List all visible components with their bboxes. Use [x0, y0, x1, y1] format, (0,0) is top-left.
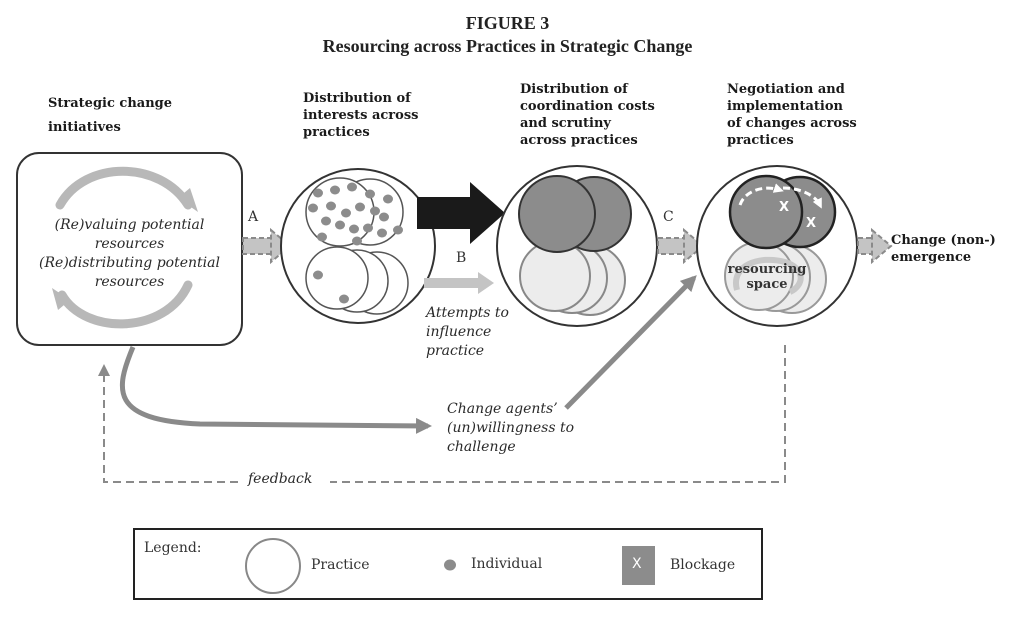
- arrow-c: [657, 227, 705, 265]
- resourcing-space-line: space: [746, 277, 788, 292]
- redistributing-cycle-arrow-bottom: [57, 280, 193, 329]
- practice-circle: [518, 175, 596, 253]
- feedback-label: feedback: [248, 471, 313, 487]
- figure-number: FIGURE 3: [465, 13, 550, 33]
- arrow-c-label: C: [663, 209, 674, 225]
- redistributing-label: (Re)distributing potential: [39, 255, 220, 271]
- legend-blockage-symbol-text: X: [632, 556, 642, 572]
- initiative-box-text: (Re)valuing potential resources (Re)dist…: [22, 216, 237, 292]
- interests-header: Distribution of interests across practic…: [303, 91, 419, 140]
- figure-title: Resourcing across Practices in Strategic…: [322, 36, 693, 56]
- resourcing-space-swirl: [732, 256, 804, 295]
- practice-circle: [305, 246, 369, 310]
- cycle-arrowhead-icon: [52, 288, 70, 310]
- attempts-line: Attempts to: [426, 305, 509, 321]
- initiatives-header: Strategic change initiatives: [48, 96, 173, 135]
- resourcing-space-line: resourcing: [727, 262, 807, 277]
- agents-line: challenge: [447, 439, 516, 455]
- legend-box: [133, 528, 763, 600]
- legend-blockage-symbol: [622, 546, 655, 585]
- practice-circle: [728, 174, 804, 250]
- attempts-label: Attempts to influence practice: [426, 304, 546, 361]
- legend-blockage-label: Blockage: [670, 557, 736, 573]
- revaluing-cycle-arrow-top: [55, 166, 193, 210]
- resourcing-space-label: resourcing space: [722, 262, 812, 292]
- figure-heading: FIGURE 3 Resourcing across Practices in …: [0, 12, 1015, 58]
- agents-line: (un)willingness to: [447, 420, 575, 436]
- negotiation-header: Negotiation and implementation of change…: [727, 82, 857, 148]
- arrow-a-label: A: [248, 209, 259, 225]
- agents-to-negotiation-arrow: [564, 275, 697, 410]
- revaluing-label: (Re)valuing potential: [54, 217, 205, 233]
- blockage-mark: X: [779, 200, 790, 215]
- practice-circle: [305, 177, 375, 247]
- legend-practice-label: Practice: [311, 557, 370, 573]
- arrow-b: [424, 272, 494, 294]
- legend-title: Legend:: [144, 540, 202, 556]
- dashed-white-arrow: [738, 183, 784, 206]
- dashed-white-arrow: [782, 186, 822, 209]
- change-agents-curve: [119, 346, 432, 434]
- legend-practice-symbol: [245, 538, 301, 594]
- attempts-line: practice: [426, 343, 485, 359]
- individual-dots: [308, 182, 403, 304]
- cycle-arrowhead-icon: [178, 188, 198, 212]
- agents-line: Change agents’: [447, 401, 558, 417]
- outcome-label: Change (non-) emergence: [891, 233, 996, 265]
- legend-individual-symbol: [444, 559, 456, 571]
- redistributing-label-2: resources: [94, 274, 165, 290]
- feedback-loop: [98, 364, 238, 483]
- big-black-arrow: [417, 182, 505, 244]
- change-agents-label: Change agents’ (un)willingness to challe…: [447, 400, 617, 457]
- outcome-arrow: [857, 227, 893, 265]
- attempts-line: influence: [426, 324, 492, 340]
- feedback-loop: [330, 345, 786, 483]
- revaluing-label-2: resources: [94, 236, 165, 252]
- coordination-header: Distribution of coordination costs and s…: [520, 82, 655, 148]
- legend-individual-label: Individual: [471, 556, 543, 572]
- blockage-mark: X: [806, 216, 817, 231]
- arrow-b-label: B: [456, 250, 467, 266]
